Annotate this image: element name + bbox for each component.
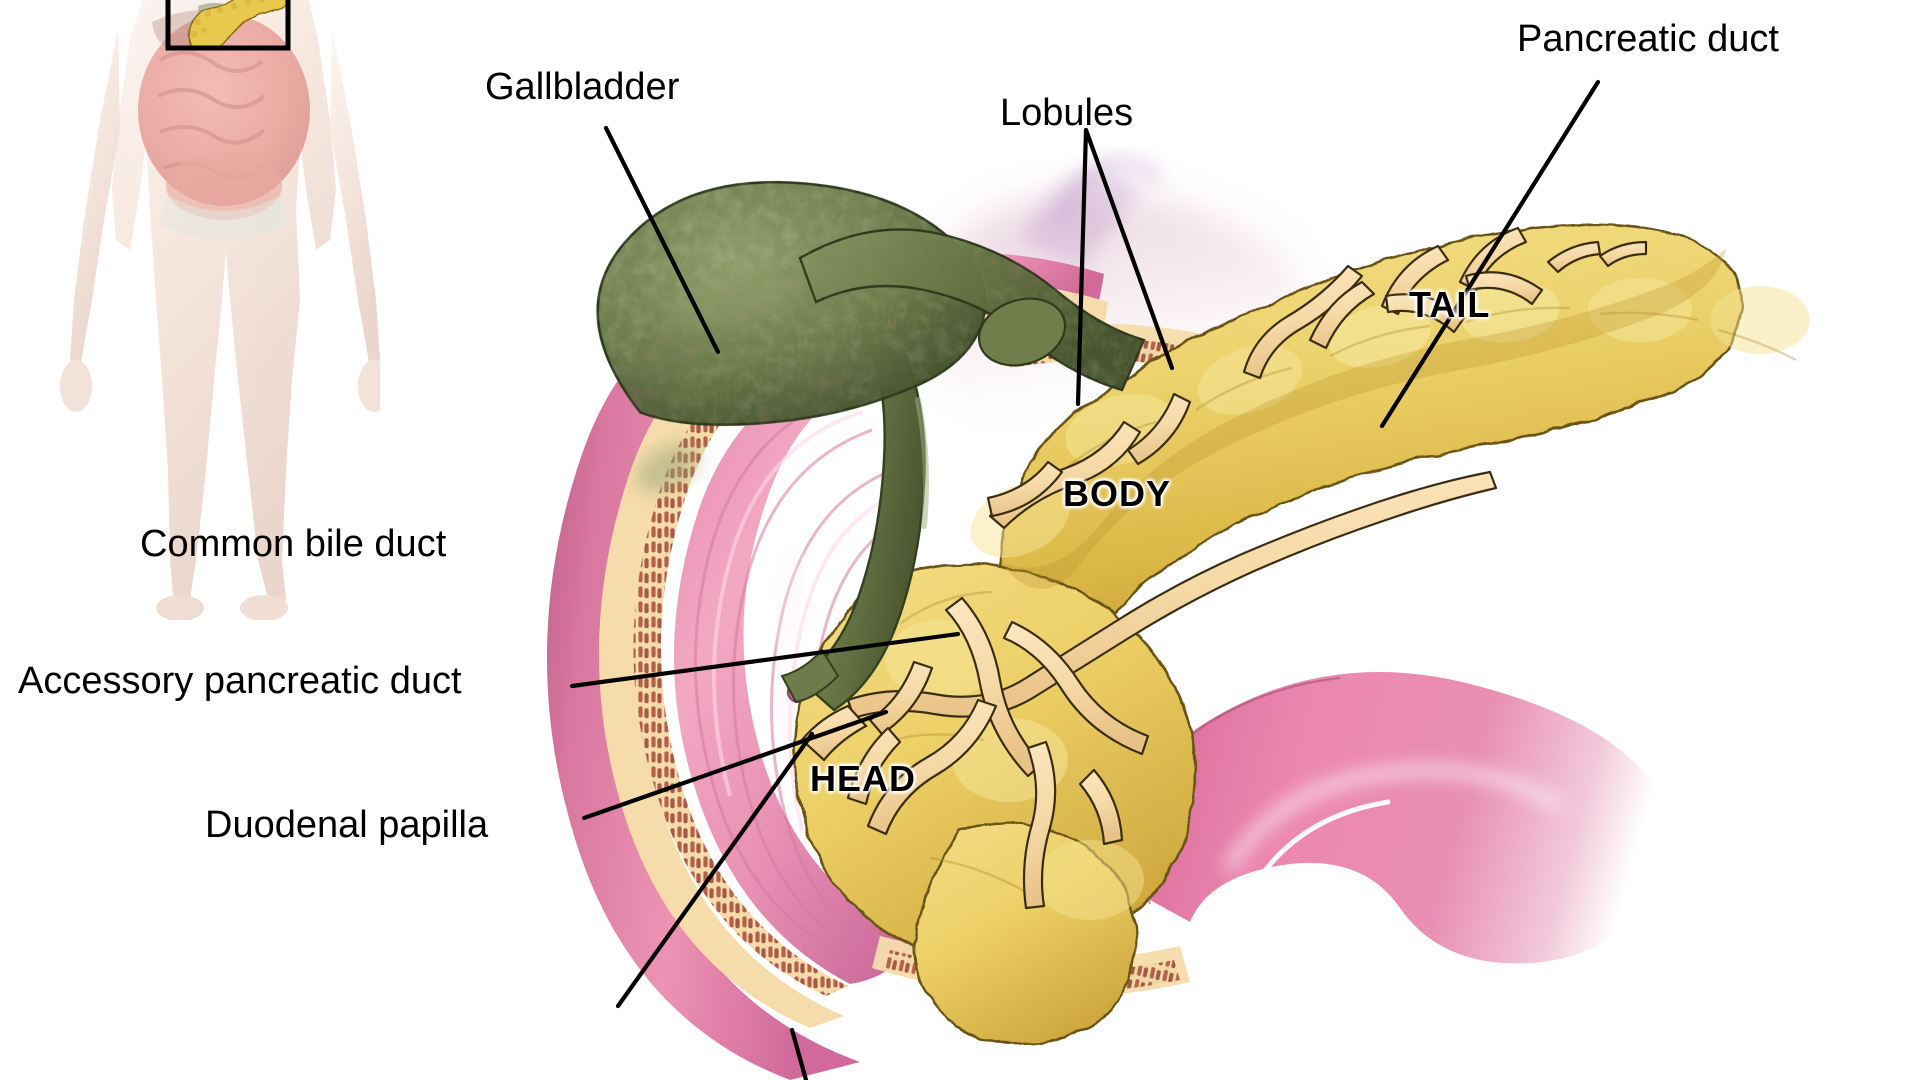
common-bile-duct (780, 339, 929, 712)
inset-callout-box (165, 0, 291, 51)
label-common-bile-duct: Common bile duct (140, 523, 447, 565)
leader-accessory-duct (581, 709, 889, 821)
leader-lobules-1 (1075, 127, 1089, 407)
label-accessory-pancreatic-duct: Accessory pancreatic duct (18, 660, 462, 702)
leader-common-bile-duct (569, 631, 961, 689)
region-label-tail: TAIL (1409, 284, 1491, 325)
pancreas (792, 223, 1810, 1046)
region-label-body: BODY (1063, 473, 1172, 514)
human-body-inset (60, 0, 380, 620)
gallbladder (596, 180, 1146, 493)
distal-duodenum (1137, 672, 1675, 964)
region-label-head: HEAD (810, 758, 917, 799)
leader-lines (569, 79, 1601, 1080)
label-pancreatic-duct: Pancreatic duct (1517, 18, 1779, 60)
pancreatic-duct-tree (846, 226, 1648, 910)
label-gallbladder: Gallbladder (485, 66, 680, 108)
leader-gallbladder (603, 125, 721, 355)
label-lobules: Lobules (1000, 92, 1134, 134)
label-duodenal-papilla: Duodenal papilla (205, 804, 489, 846)
leader-duodenal-papilla (615, 731, 815, 1009)
leader-pancreatic-duct (1379, 79, 1601, 429)
leader-lobules-2 (1083, 127, 1175, 371)
leader-lower-extra (789, 1027, 809, 1080)
